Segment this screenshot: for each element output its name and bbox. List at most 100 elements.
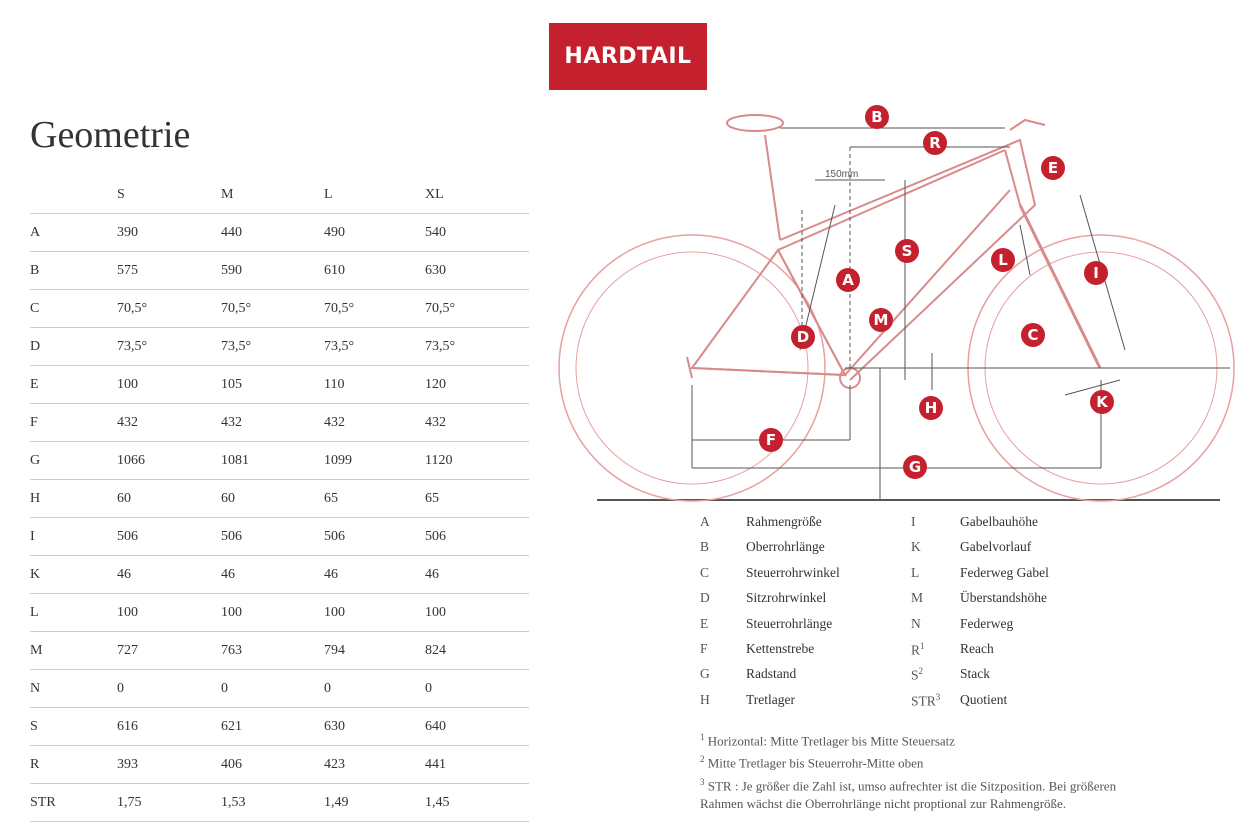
value-cell: 824 [425, 631, 529, 670]
label-f-marker: F [759, 428, 783, 452]
legend-code: B [700, 539, 710, 555]
value-cell: 432 [221, 403, 324, 442]
label-c-marker: C [1021, 323, 1045, 347]
svg-text:S: S [902, 242, 913, 260]
legend-code: S2 [911, 666, 924, 683]
value-cell: 616 [117, 707, 221, 746]
legend-code: A [700, 514, 710, 529]
row-label-cell: STR [30, 783, 117, 822]
svg-text:C: C [1027, 326, 1038, 344]
row-label-cell: B [30, 251, 117, 290]
value-cell: 70,5° [324, 289, 425, 328]
value-cell: 423 [324, 745, 425, 784]
value-cell: 1099 [324, 441, 425, 480]
value-cell: 506 [117, 517, 221, 556]
legend-name: Radstand [746, 666, 797, 682]
value-cell: 575 [117, 251, 221, 290]
label-g-marker: G [903, 455, 927, 479]
legend-code: I [911, 514, 916, 529]
row-label-cell: R [30, 745, 117, 784]
svg-text:H: H [925, 399, 938, 417]
value-cell: 100 [117, 593, 221, 632]
value-cell: 1081 [221, 441, 324, 480]
label-k-marker: K [1090, 390, 1114, 414]
value-cell: 46 [221, 555, 324, 594]
value-cell: 0 [117, 669, 221, 708]
value-cell: 100 [221, 593, 324, 632]
legend-name: Kettenstrebe [746, 641, 815, 656]
legend-code: STR3 [911, 691, 941, 709]
hardtail-badge: HARDTAIL [549, 23, 707, 90]
legend-name: Tretlager [746, 691, 795, 707]
label-i-marker: I [1084, 261, 1108, 285]
value-cell: 440 [221, 213, 324, 252]
value-cell: 46 [117, 555, 221, 594]
value-cell: 794 [324, 631, 425, 670]
value-cell: 73,5° [425, 327, 529, 366]
legend-code: H [700, 691, 710, 707]
row-label-cell: G [30, 441, 117, 480]
page-title: Geometrie [30, 114, 191, 157]
table-header-cell [30, 176, 117, 214]
value-cell: 65 [425, 479, 529, 518]
svg-text:F: F [766, 431, 776, 449]
value-cell: 100 [324, 593, 425, 632]
value-cell: 105 [221, 365, 324, 404]
row-label-cell: K [30, 555, 117, 594]
svg-text:I: I [1093, 264, 1099, 282]
value-cell: 120 [425, 365, 529, 404]
legend-name: Sitzrohrwinkel [746, 590, 827, 606]
value-cell: 590 [221, 251, 324, 290]
value-cell: 73,5° [324, 327, 425, 366]
value-cell: 110 [324, 365, 425, 404]
legend-name: Gabelvorlauf [960, 539, 1032, 555]
value-cell: 621 [221, 707, 324, 746]
legend-code: C [700, 564, 710, 580]
svg-text:A: A [842, 271, 854, 289]
value-cell: 0 [221, 669, 324, 708]
value-cell: 1,53 [221, 783, 324, 822]
label-b-marker: B [865, 105, 889, 129]
svg-text:K: K [1096, 393, 1109, 411]
value-cell: 506 [425, 517, 529, 556]
footnotes: 1 Horizontal: Mitte Tretlager bis Mitte … [700, 728, 1120, 813]
value-cell: 46 [324, 555, 425, 594]
value-cell: 763 [221, 631, 324, 670]
label-a-marker: A [836, 268, 860, 292]
value-cell: 1120 [425, 441, 529, 480]
value-cell: 100 [117, 365, 221, 404]
value-cell: 506 [324, 517, 425, 556]
legend-name: Reach [960, 641, 994, 656]
value-cell: 73,5° [221, 327, 324, 366]
legend-code: R1 [911, 641, 925, 658]
value-cell: 393 [117, 745, 221, 784]
value-cell: 73,5° [117, 327, 221, 366]
value-cell: 1,75 [117, 783, 221, 822]
row-label-cell: A [30, 213, 117, 252]
row-label-cell: D [30, 327, 117, 366]
value-cell: 630 [324, 707, 425, 746]
svg-text:R: R [929, 134, 941, 152]
value-cell: 540 [425, 213, 529, 252]
table-header-cell: S [117, 176, 221, 214]
label-s-marker: S [895, 239, 919, 263]
legend-code: E [700, 615, 709, 631]
value-cell: 46 [425, 555, 529, 594]
svg-text:D: D [797, 328, 809, 346]
rear-wheel [558, 234, 826, 502]
bike-frame [686, 114, 1102, 389]
bike-geometry-diagram: 150mm B R E S L I A M D C H K F G [558, 105, 1235, 502]
label-m-marker: M [869, 308, 893, 332]
value-cell: 432 [117, 403, 221, 442]
value-cell: 60 [221, 479, 324, 518]
value-cell: 610 [324, 251, 425, 290]
legend-name: Überstandshöhe [960, 590, 1047, 606]
